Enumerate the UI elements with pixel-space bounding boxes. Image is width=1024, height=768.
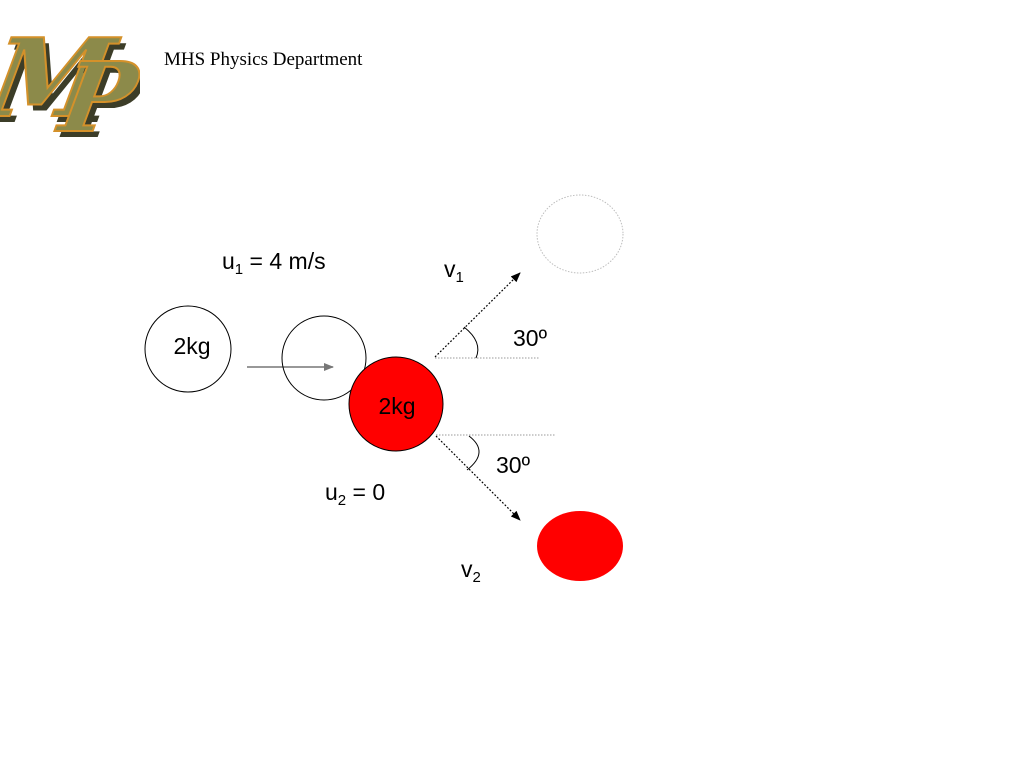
ball-a-initial — [144, 305, 232, 393]
u1-label: u1 = 4 m/s — [222, 248, 326, 278]
logo-letter-p: P — [50, 41, 140, 145]
department-title: MHS Physics Department — [164, 49, 363, 70]
ball-a-impact — [281, 315, 367, 401]
u2-label: u2 = 0 — [325, 479, 385, 509]
mp-logo: M M P P — [0, 14, 140, 145]
angle-upper-label: 30º — [513, 325, 548, 351]
ball-a-final — [536, 194, 624, 274]
angle-lower-label: 30º — [496, 452, 531, 478]
ball-b-target — [348, 356, 444, 452]
logo-letter-m-shadow: M — [0, 21, 131, 145]
ball-a-mass-label: 2kg — [173, 333, 210, 359]
ball-b-mass-label: 2kg — [378, 393, 415, 419]
v2-arrow — [435, 435, 521, 521]
angle-arc-lower — [466, 435, 480, 471]
angle-arc-upper — [463, 326, 479, 359]
ball-b-final — [537, 511, 623, 581]
v2-label: v2 — [461, 556, 481, 586]
v1-label: v1 — [444, 256, 464, 286]
